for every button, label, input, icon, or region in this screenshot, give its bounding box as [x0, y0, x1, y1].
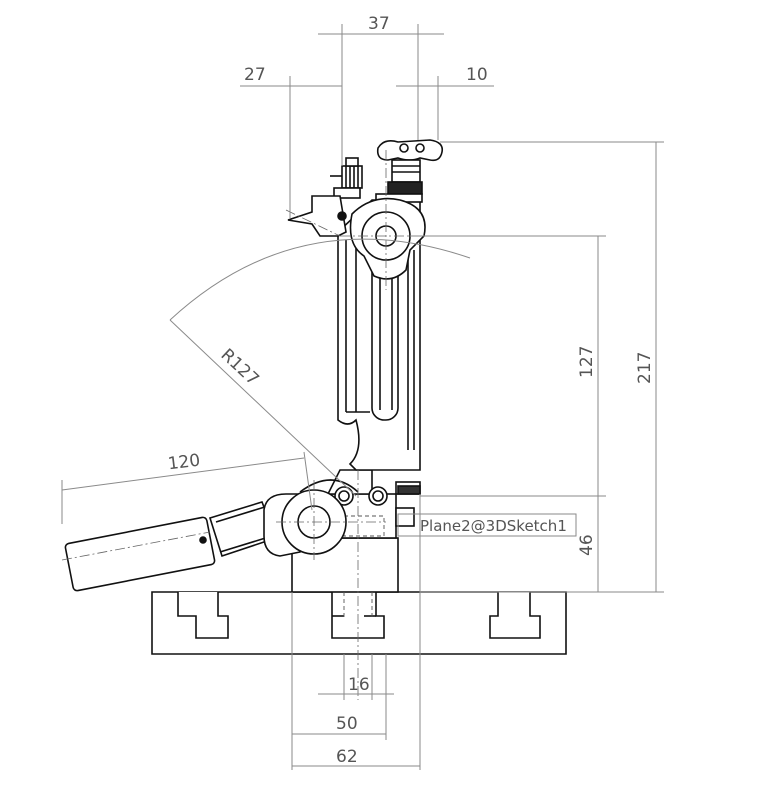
plane-label: Plane2@3DSketch1: [420, 517, 567, 535]
base-plate: [151, 591, 567, 655]
dimension-62: 62: [336, 747, 358, 767]
dimension-10: 10: [466, 65, 488, 85]
dimension-37: 37: [368, 14, 390, 34]
dimension-217: 217: [635, 352, 655, 384]
dimension-16: 16: [348, 675, 370, 695]
dimension-120: 120: [167, 451, 202, 475]
dimension-lines: [61, 24, 664, 770]
center-lines: [61, 150, 471, 700]
dimension-r127: R127: [217, 345, 263, 390]
dimension-50: 50: [336, 714, 358, 734]
dimension-127: 127: [577, 346, 597, 378]
dimension-46: 46: [577, 534, 597, 556]
top-assembly: [287, 139, 444, 280]
handle-arm: [64, 479, 359, 592]
dimension-27: 27: [244, 65, 266, 85]
